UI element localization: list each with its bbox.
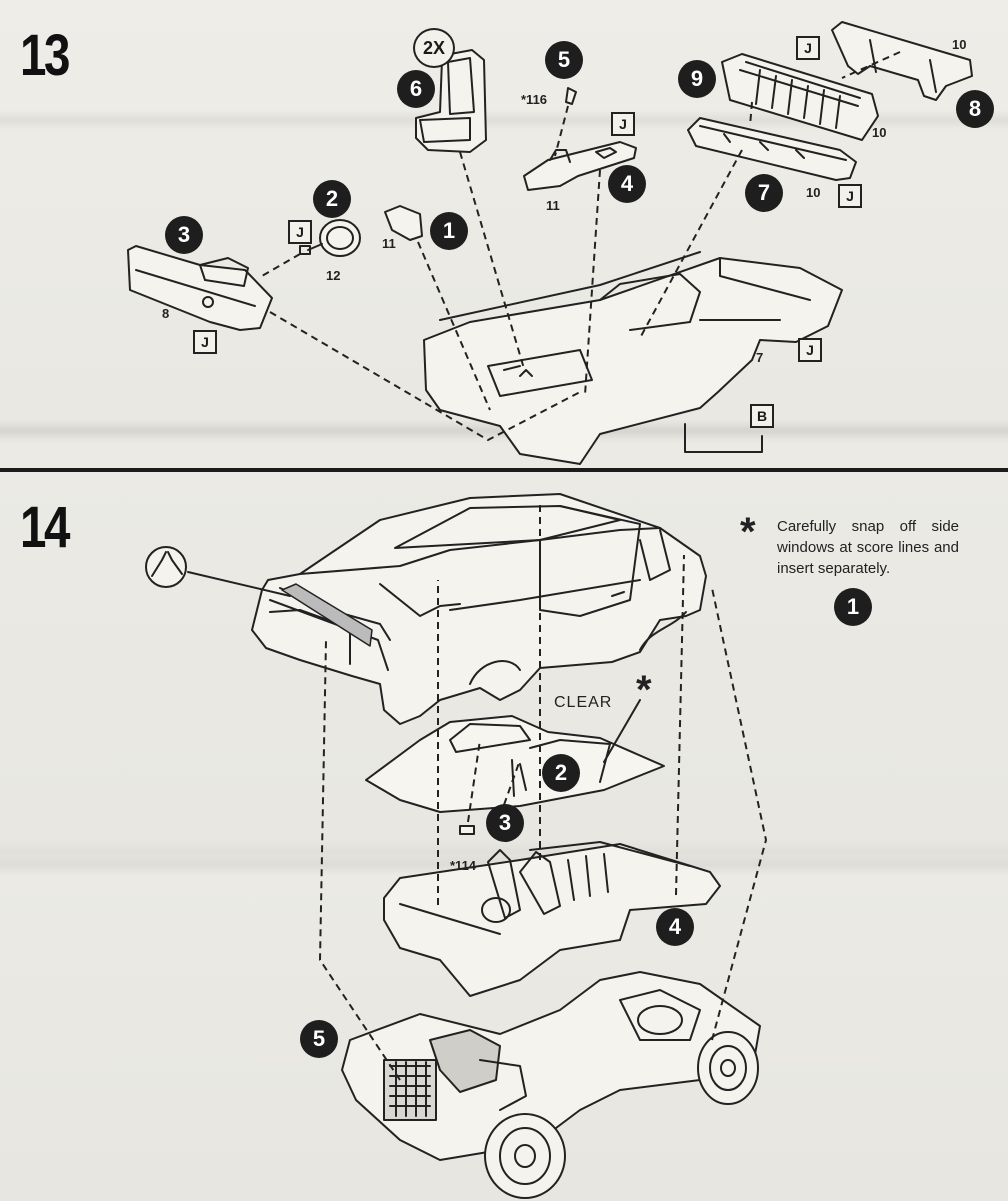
part-label-11: 11 xyxy=(546,198,560,213)
callout-4: 4 xyxy=(656,908,694,946)
asterisk-marker: * xyxy=(636,668,652,712)
rear-seat-cushion-drawing xyxy=(687,117,857,181)
callout-2: 2 xyxy=(313,180,351,218)
callout-5: 5 xyxy=(545,41,583,79)
part-label-11: 11 xyxy=(382,236,396,251)
step-number: 13 xyxy=(20,23,70,88)
callout-3: 3 xyxy=(165,216,203,254)
part-label-10: 10 xyxy=(872,125,887,140)
callout-8: 8 xyxy=(956,90,994,128)
asterisk-marker: * xyxy=(740,510,756,554)
part-label-7: 7 xyxy=(756,350,764,365)
callout-2: 2 xyxy=(542,754,580,792)
sprue-tag-j: J xyxy=(193,330,217,354)
body-shell-drawing xyxy=(251,493,707,725)
callout-5: 5 xyxy=(300,1020,338,1058)
quantity-badge: 2X xyxy=(413,28,455,68)
sprue-tag-j: J xyxy=(798,338,822,362)
steering-wheel-drawing xyxy=(299,219,361,257)
console-drawing xyxy=(523,141,637,191)
callout-7: 7 xyxy=(745,174,783,212)
part-label-116: *116 xyxy=(521,92,548,107)
small-bracket-drawing xyxy=(384,205,423,241)
sprue-tag-j: J xyxy=(611,112,635,136)
rear-seat-back-drawing xyxy=(721,53,879,141)
dashboard-drawing xyxy=(127,245,273,331)
callout-9: 9 xyxy=(678,60,716,98)
callout-3: 3 xyxy=(486,804,524,842)
callout-1: 1 xyxy=(834,588,872,626)
chassis-drawing xyxy=(341,971,761,1199)
snap-off-icon xyxy=(145,546,187,588)
clear-label: CLEAR xyxy=(554,694,613,711)
part-label-114: *114 xyxy=(450,858,477,873)
sprue-tag-j: J xyxy=(796,36,820,60)
interior-assembly-drawing xyxy=(383,841,721,997)
part-label-12: 12 xyxy=(326,268,341,283)
interior-tub-drawing xyxy=(423,251,843,465)
snap-off-note: Carefully snap off side windows at score… xyxy=(777,518,959,577)
step-number: 14 xyxy=(20,495,70,560)
callout-6: 6 xyxy=(397,70,435,108)
hood-vent-drawing xyxy=(281,583,373,647)
part-label-8: 8 xyxy=(162,306,170,321)
seat-part-drawing xyxy=(415,49,487,153)
window-glass-drawing xyxy=(365,715,665,813)
callout-4: 4 xyxy=(608,165,646,203)
part-label-10: 10 xyxy=(806,185,821,200)
sprue-tag-j: J xyxy=(288,220,312,244)
sprue-tag-j: J xyxy=(838,184,862,208)
callout-1: 1 xyxy=(430,212,468,250)
paper-fold xyxy=(0,110,1008,130)
step-divider xyxy=(0,468,1008,472)
part-label-10: 10 xyxy=(952,37,967,52)
sprue-tag-b: B xyxy=(750,404,774,428)
